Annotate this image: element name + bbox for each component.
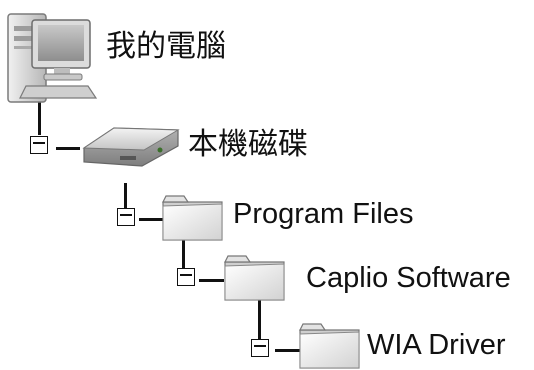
tree-connector: [38, 102, 41, 135]
caplio-software-label[interactable]: Caplio Software: [306, 262, 511, 294]
local-disk-label[interactable]: 本機磁碟: [188, 127, 308, 162]
tree-connector: [258, 298, 261, 340]
tree-connector: [182, 238, 185, 270]
folder-icon[interactable]: [297, 318, 363, 370]
program-files-label[interactable]: Program Files: [233, 198, 414, 230]
collapse-drive-toggle[interactable]: [30, 136, 48, 154]
hard-drive-icon[interactable]: [80, 122, 182, 174]
tree-connector: [275, 349, 300, 352]
tree-connector: [56, 147, 80, 150]
my-computer-label[interactable]: 我的電腦: [106, 29, 226, 64]
folder-icon[interactable]: [160, 190, 226, 244]
computer-icon[interactable]: [4, 10, 100, 108]
collapse-wia-driver-toggle[interactable]: [251, 339, 269, 357]
folder-icon[interactable]: [222, 250, 288, 304]
wia-driver-label[interactable]: WIA Driver: [367, 329, 506, 361]
tree-connector: [139, 218, 163, 221]
collapse-program-files-toggle[interactable]: [117, 208, 135, 226]
collapse-caplio-software-toggle[interactable]: [177, 268, 195, 286]
tree-connector: [199, 279, 224, 282]
tree-connector: [124, 183, 127, 211]
